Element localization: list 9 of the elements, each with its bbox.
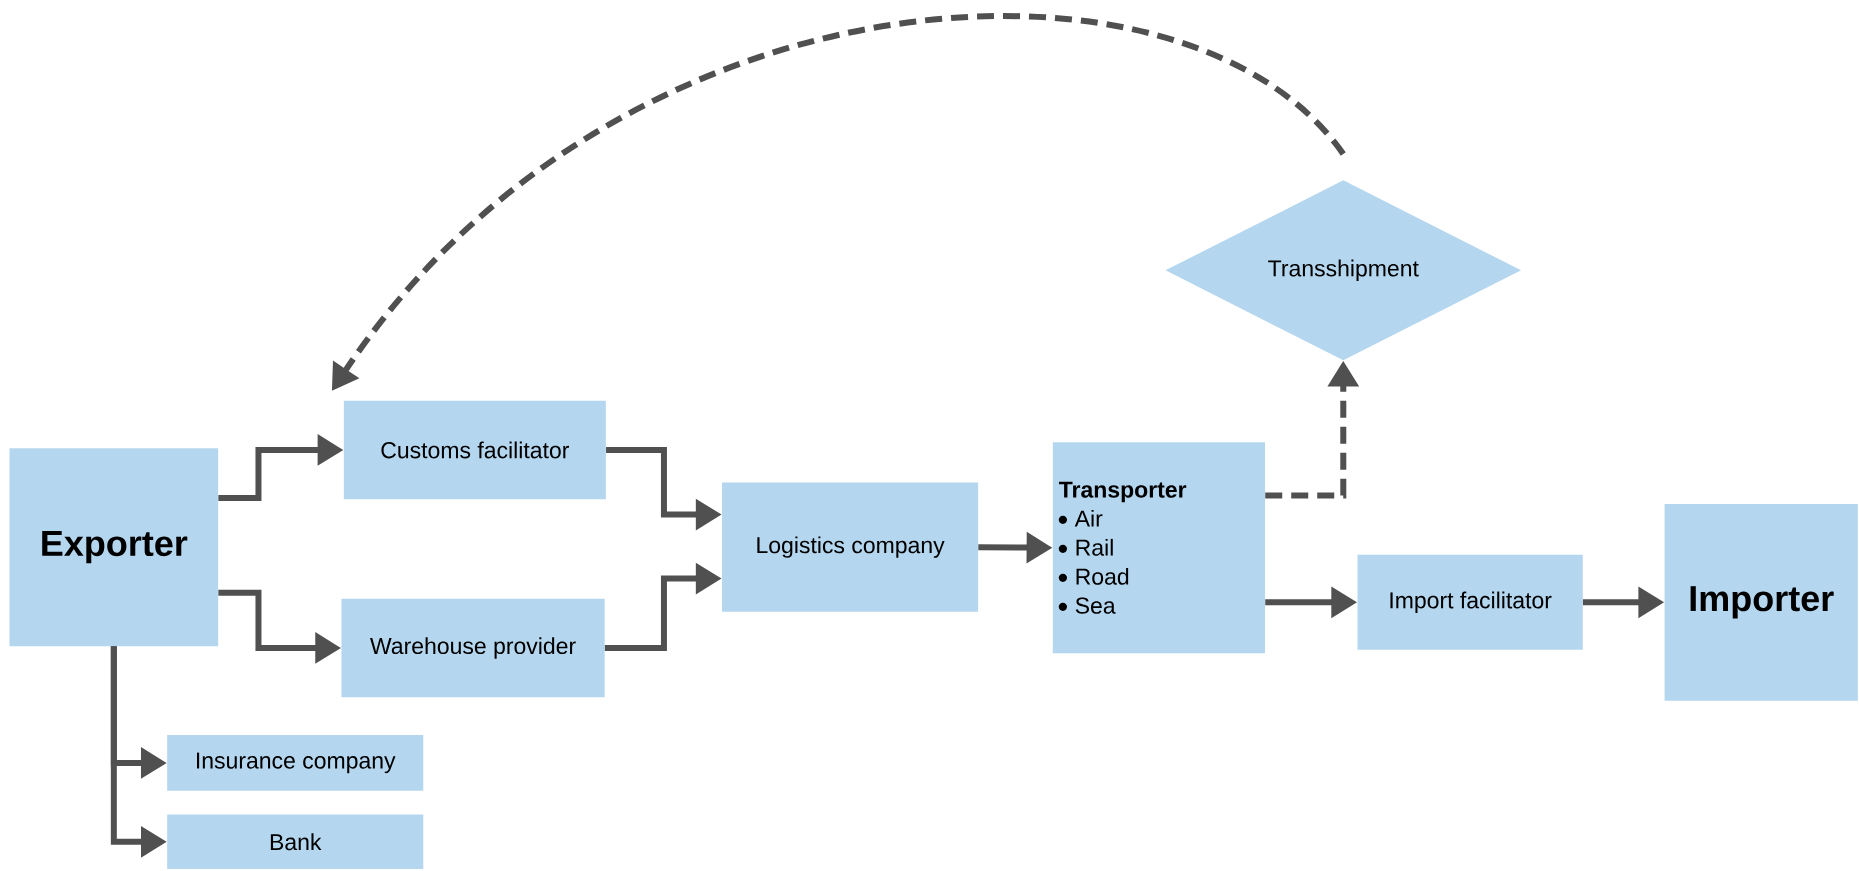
process-box: Exporter (9, 447, 219, 646)
process-box: Importer (1664, 503, 1858, 701)
process-box: Warehouse provider (341, 598, 605, 697)
process-box: Logistics company (722, 482, 979, 612)
process-box: Transporter Air Rail Road Sea (1052, 442, 1266, 654)
process-box: Customs facilitator (343, 400, 606, 499)
process-box: Import facilitator (1357, 554, 1583, 650)
process-box: Insurance company (167, 734, 424, 791)
process-box: Bank (167, 814, 424, 869)
